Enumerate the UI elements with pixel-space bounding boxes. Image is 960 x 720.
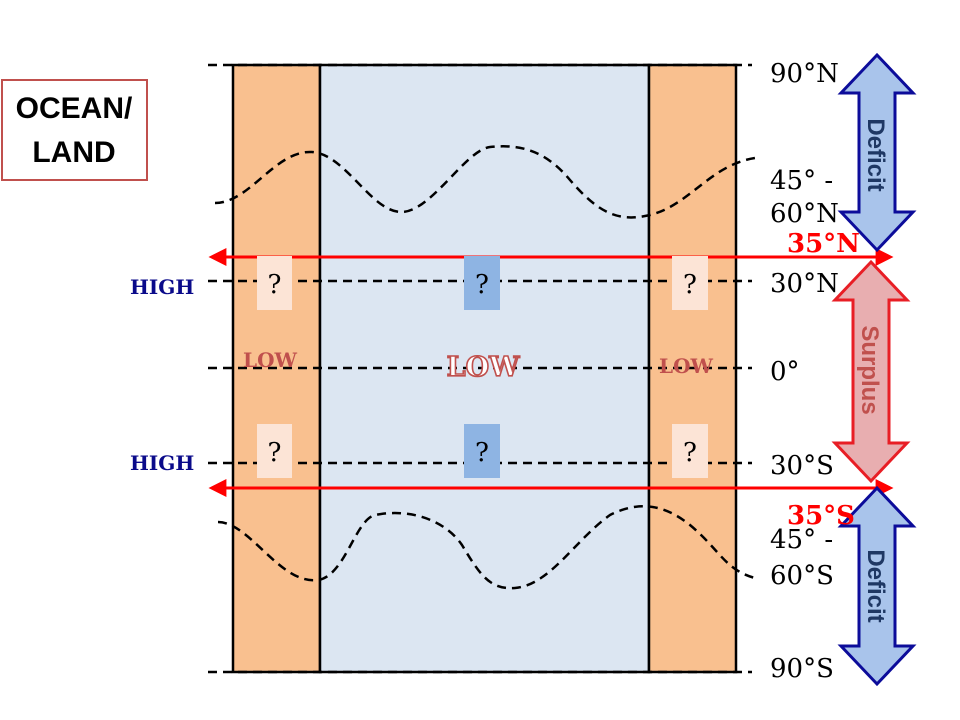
latitude-label-90n: 90°N [770, 59, 839, 89]
latitude-label-45-60n-line2: 60°N [770, 199, 839, 229]
title-box: OCEAN/ LAND [1, 79, 148, 181]
surplus-label: Surplus [856, 325, 883, 414]
deficit-arrow-north [837, 52, 917, 253]
low-label-left: LOW [243, 348, 297, 372]
unknown-mark-land-left-south: ? [268, 438, 282, 468]
unknown-mark-land-left-north: ? [268, 270, 282, 300]
latitude-label-45-60s-line1: 45° - [770, 525, 833, 555]
boundary-label-35n: 35°N [787, 229, 860, 259]
latitude-label-45-60s-line2: 60°S [770, 561, 834, 591]
unknown-mark-ocean-north: ? [475, 270, 489, 300]
polar-front-south [217, 505, 756, 590]
unknown-box-ocean-north [464, 256, 500, 310]
unknown-box-land-right-north [672, 256, 708, 310]
latitude-label-equator: 0° [770, 357, 800, 387]
high-label-north: HIGH [130, 275, 194, 299]
high-label-south: HIGH [130, 451, 194, 475]
title-line-1: OCEAN/ [16, 92, 133, 125]
title-box-frame [1, 79, 148, 181]
deficit-label-south: Deficit [862, 549, 889, 622]
polar-front-north [214, 145, 756, 219]
unknown-boxes: ? ? ? ? ? ? [257, 256, 708, 478]
latitude-label-45-60n-line1: 45° - [770, 166, 833, 196]
boundary-label-35s: 35°S [787, 501, 855, 531]
latitude-label-30n: 30°N [770, 269, 839, 299]
deficit-label-north: Deficit [862, 118, 889, 191]
latitude-label-90s: 90°S [770, 654, 834, 684]
unknown-box-land-right-south [672, 424, 708, 478]
surplus-arrow [831, 259, 911, 484]
unknown-box-land-left-south [257, 424, 292, 478]
unknown-mark-land-right-north: ? [683, 270, 697, 300]
latitude-label-30s: 30°S [770, 451, 834, 481]
unknown-box-ocean-south [464, 424, 500, 478]
unknown-mark-land-right-south: ? [683, 438, 697, 468]
title-line-2: LAND [32, 136, 115, 169]
unknown-mark-ocean-south: ? [475, 438, 489, 468]
low-label-center: LOW [447, 352, 521, 383]
low-label-right: LOW [659, 354, 713, 378]
deficit-arrow-south [837, 485, 917, 687]
unknown-box-land-left-north [257, 256, 292, 310]
